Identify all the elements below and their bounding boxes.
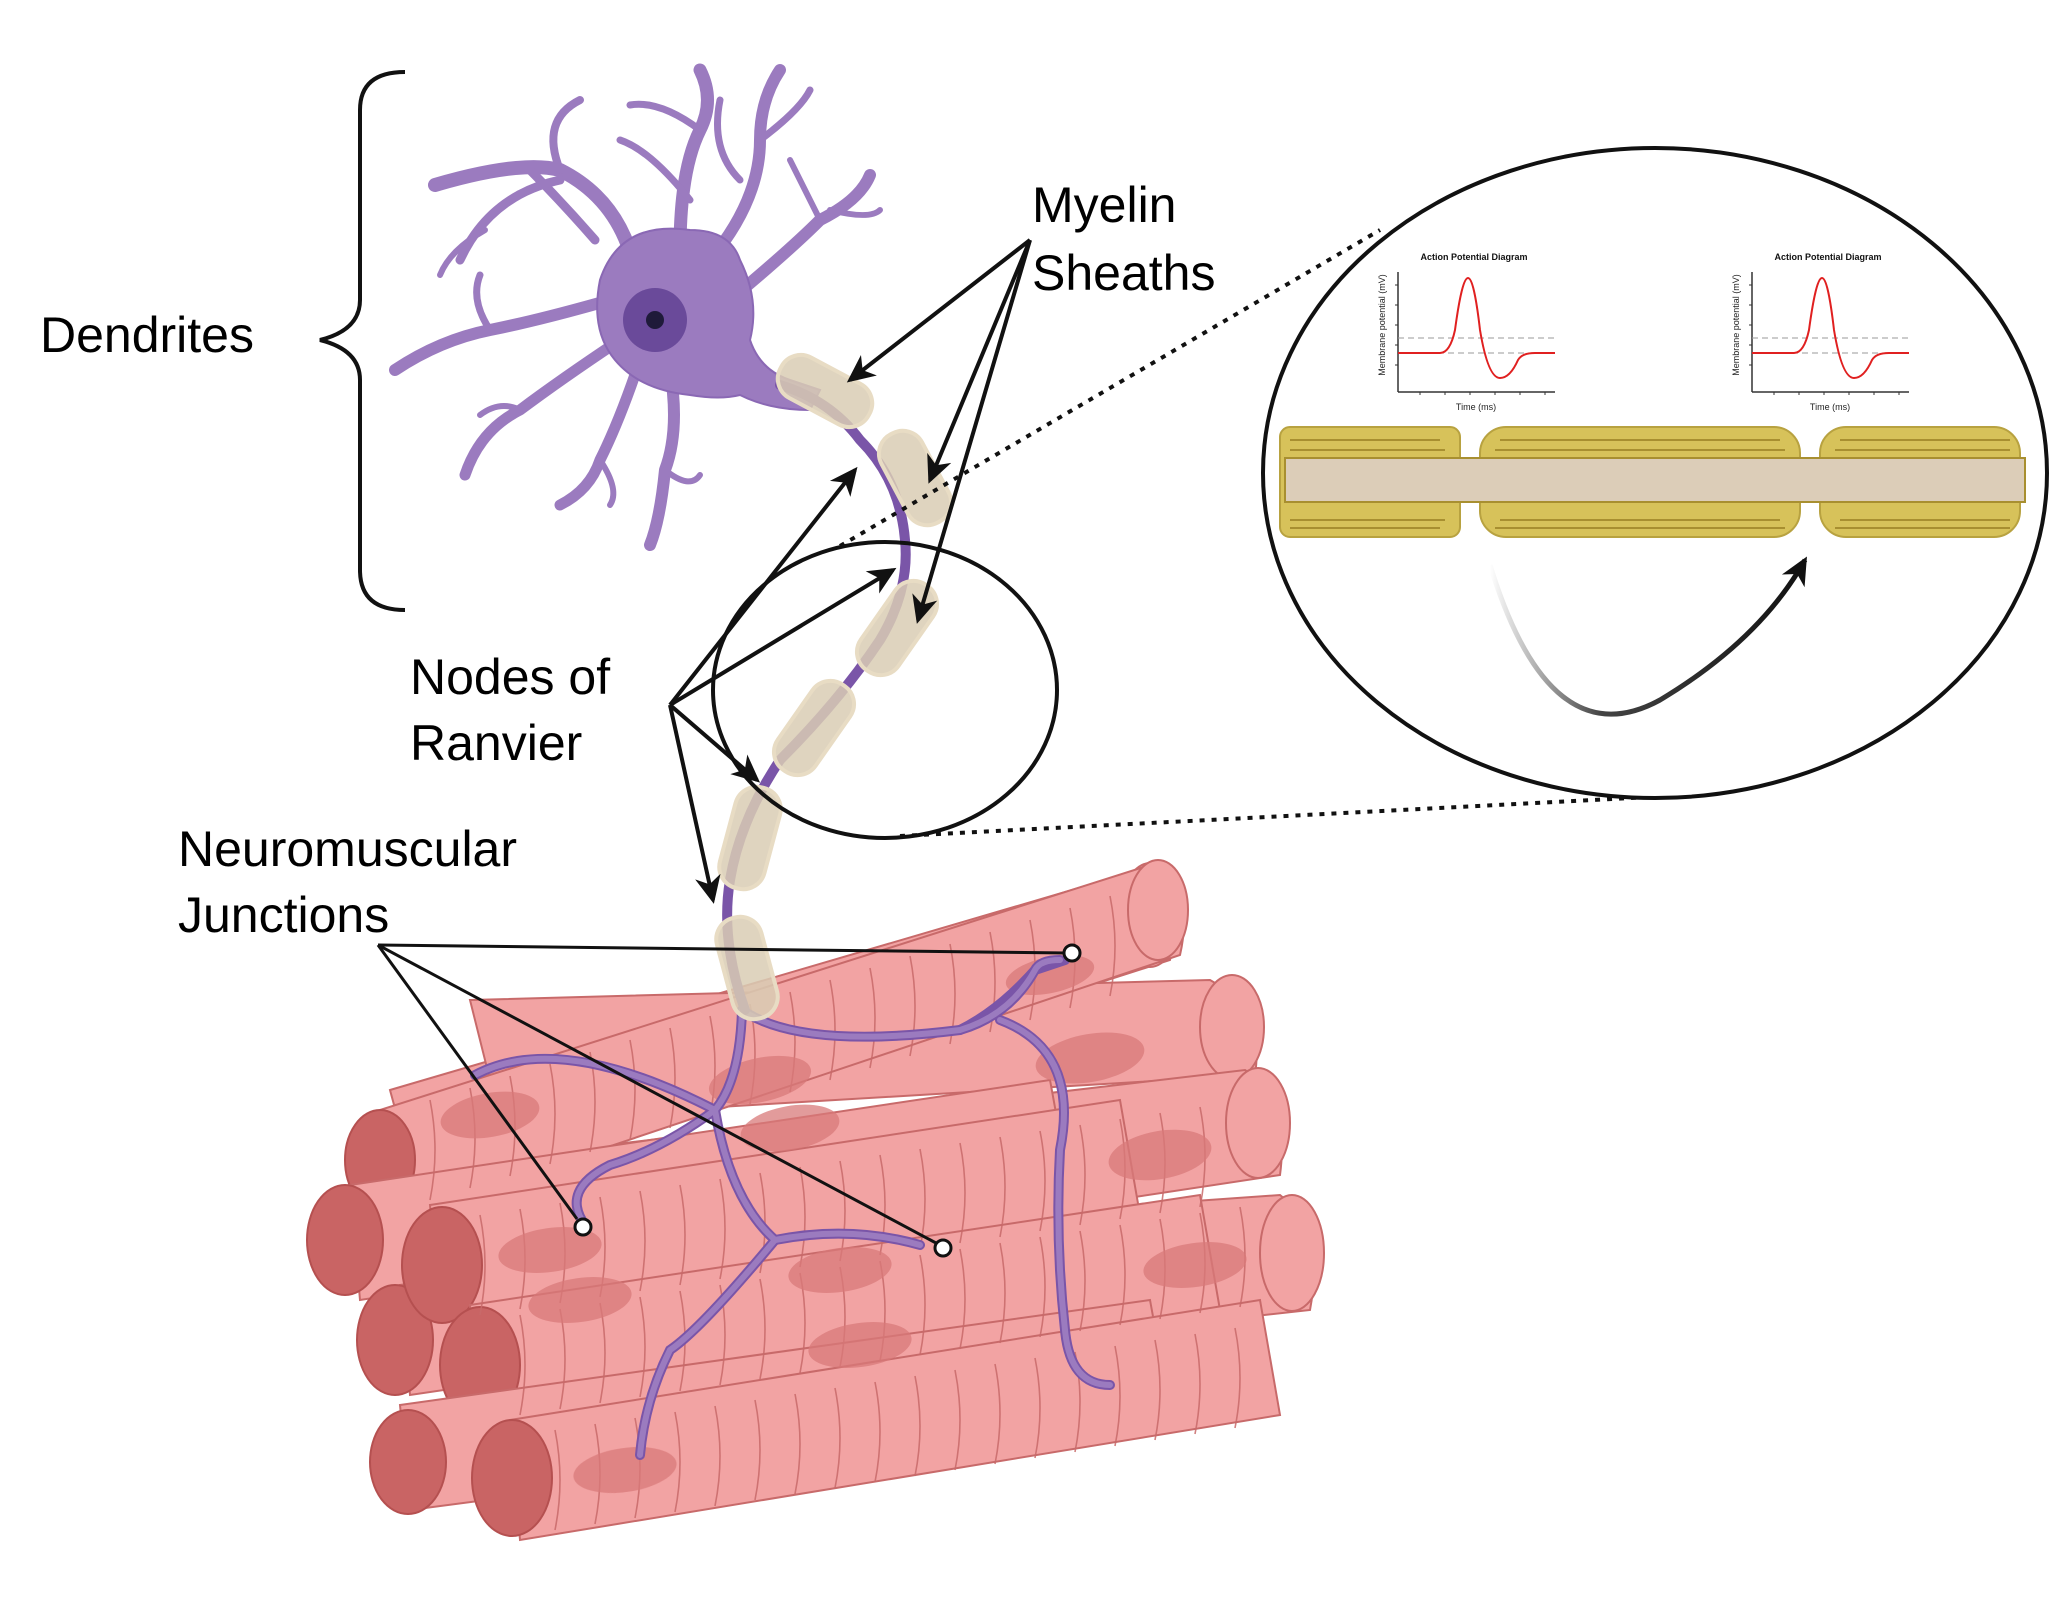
label-nodes-line1: Nodes of bbox=[410, 649, 610, 705]
dendrites-brace bbox=[319, 70, 406, 612]
label-myelin-line2: Sheaths bbox=[1032, 245, 1215, 301]
muscle-fiber bbox=[471, 1298, 1282, 1542]
label-dendrites: Dendrites bbox=[40, 307, 254, 363]
action-potential-curve bbox=[1398, 276, 1555, 380]
muscle-nuclei bbox=[440, 955, 1247, 1493]
myelin-sheath bbox=[771, 678, 857, 778]
graph-title: Action Potential Diagram bbox=[1420, 252, 1527, 262]
dendrites bbox=[389, 63, 883, 551]
nucleolus bbox=[646, 311, 664, 329]
graph-title: Action Potential Diagram bbox=[1774, 252, 1881, 262]
saltatory-conduction-arrow bbox=[1487, 556, 1808, 717]
label-myelin-line1: Myelin bbox=[1032, 177, 1176, 233]
neuron bbox=[389, 63, 954, 1022]
myelin-sheath bbox=[717, 784, 783, 892]
graph-xlabel: Time (ms) bbox=[1456, 402, 1496, 412]
action-potential-graph: Action Potential Diagram Membrane potent… bbox=[1731, 252, 1909, 412]
muscle-fiber-bundle bbox=[306, 859, 1325, 1542]
magnified-inset: Action Potential Diagram Membrane potent… bbox=[1261, 146, 2049, 800]
myelin-sheaths bbox=[714, 352, 954, 1022]
graph-ylabel: Membrane potential (mV) bbox=[1731, 274, 1741, 376]
graph-ylabel: Membrane potential (mV) bbox=[1377, 274, 1387, 376]
graph-xlabel: Time (ms) bbox=[1810, 402, 1850, 412]
action-potential-graph: Action Potential Diagram Membrane potent… bbox=[1377, 252, 1555, 412]
zoom-connector-lines bbox=[838, 228, 1691, 838]
nmj-pointer-lines bbox=[376, 943, 1065, 1245]
nerve-branches-highlight bbox=[472, 957, 1113, 1458]
inset-axon bbox=[1284, 457, 2026, 503]
label-nodes-line2: Ranvier bbox=[410, 715, 582, 771]
label-nmj-line1: Neuromuscular bbox=[178, 821, 517, 877]
myelin-sheath bbox=[714, 914, 780, 1022]
myelin-sheath bbox=[775, 352, 875, 430]
action-potential-curve bbox=[1752, 276, 1909, 380]
label-nmj-line2: Junctions bbox=[178, 887, 389, 943]
nodes-pointer-arrows bbox=[668, 466, 897, 904]
zoom-highlight-circle bbox=[711, 540, 1059, 840]
myelin-pointer-arrows bbox=[846, 238, 1032, 624]
